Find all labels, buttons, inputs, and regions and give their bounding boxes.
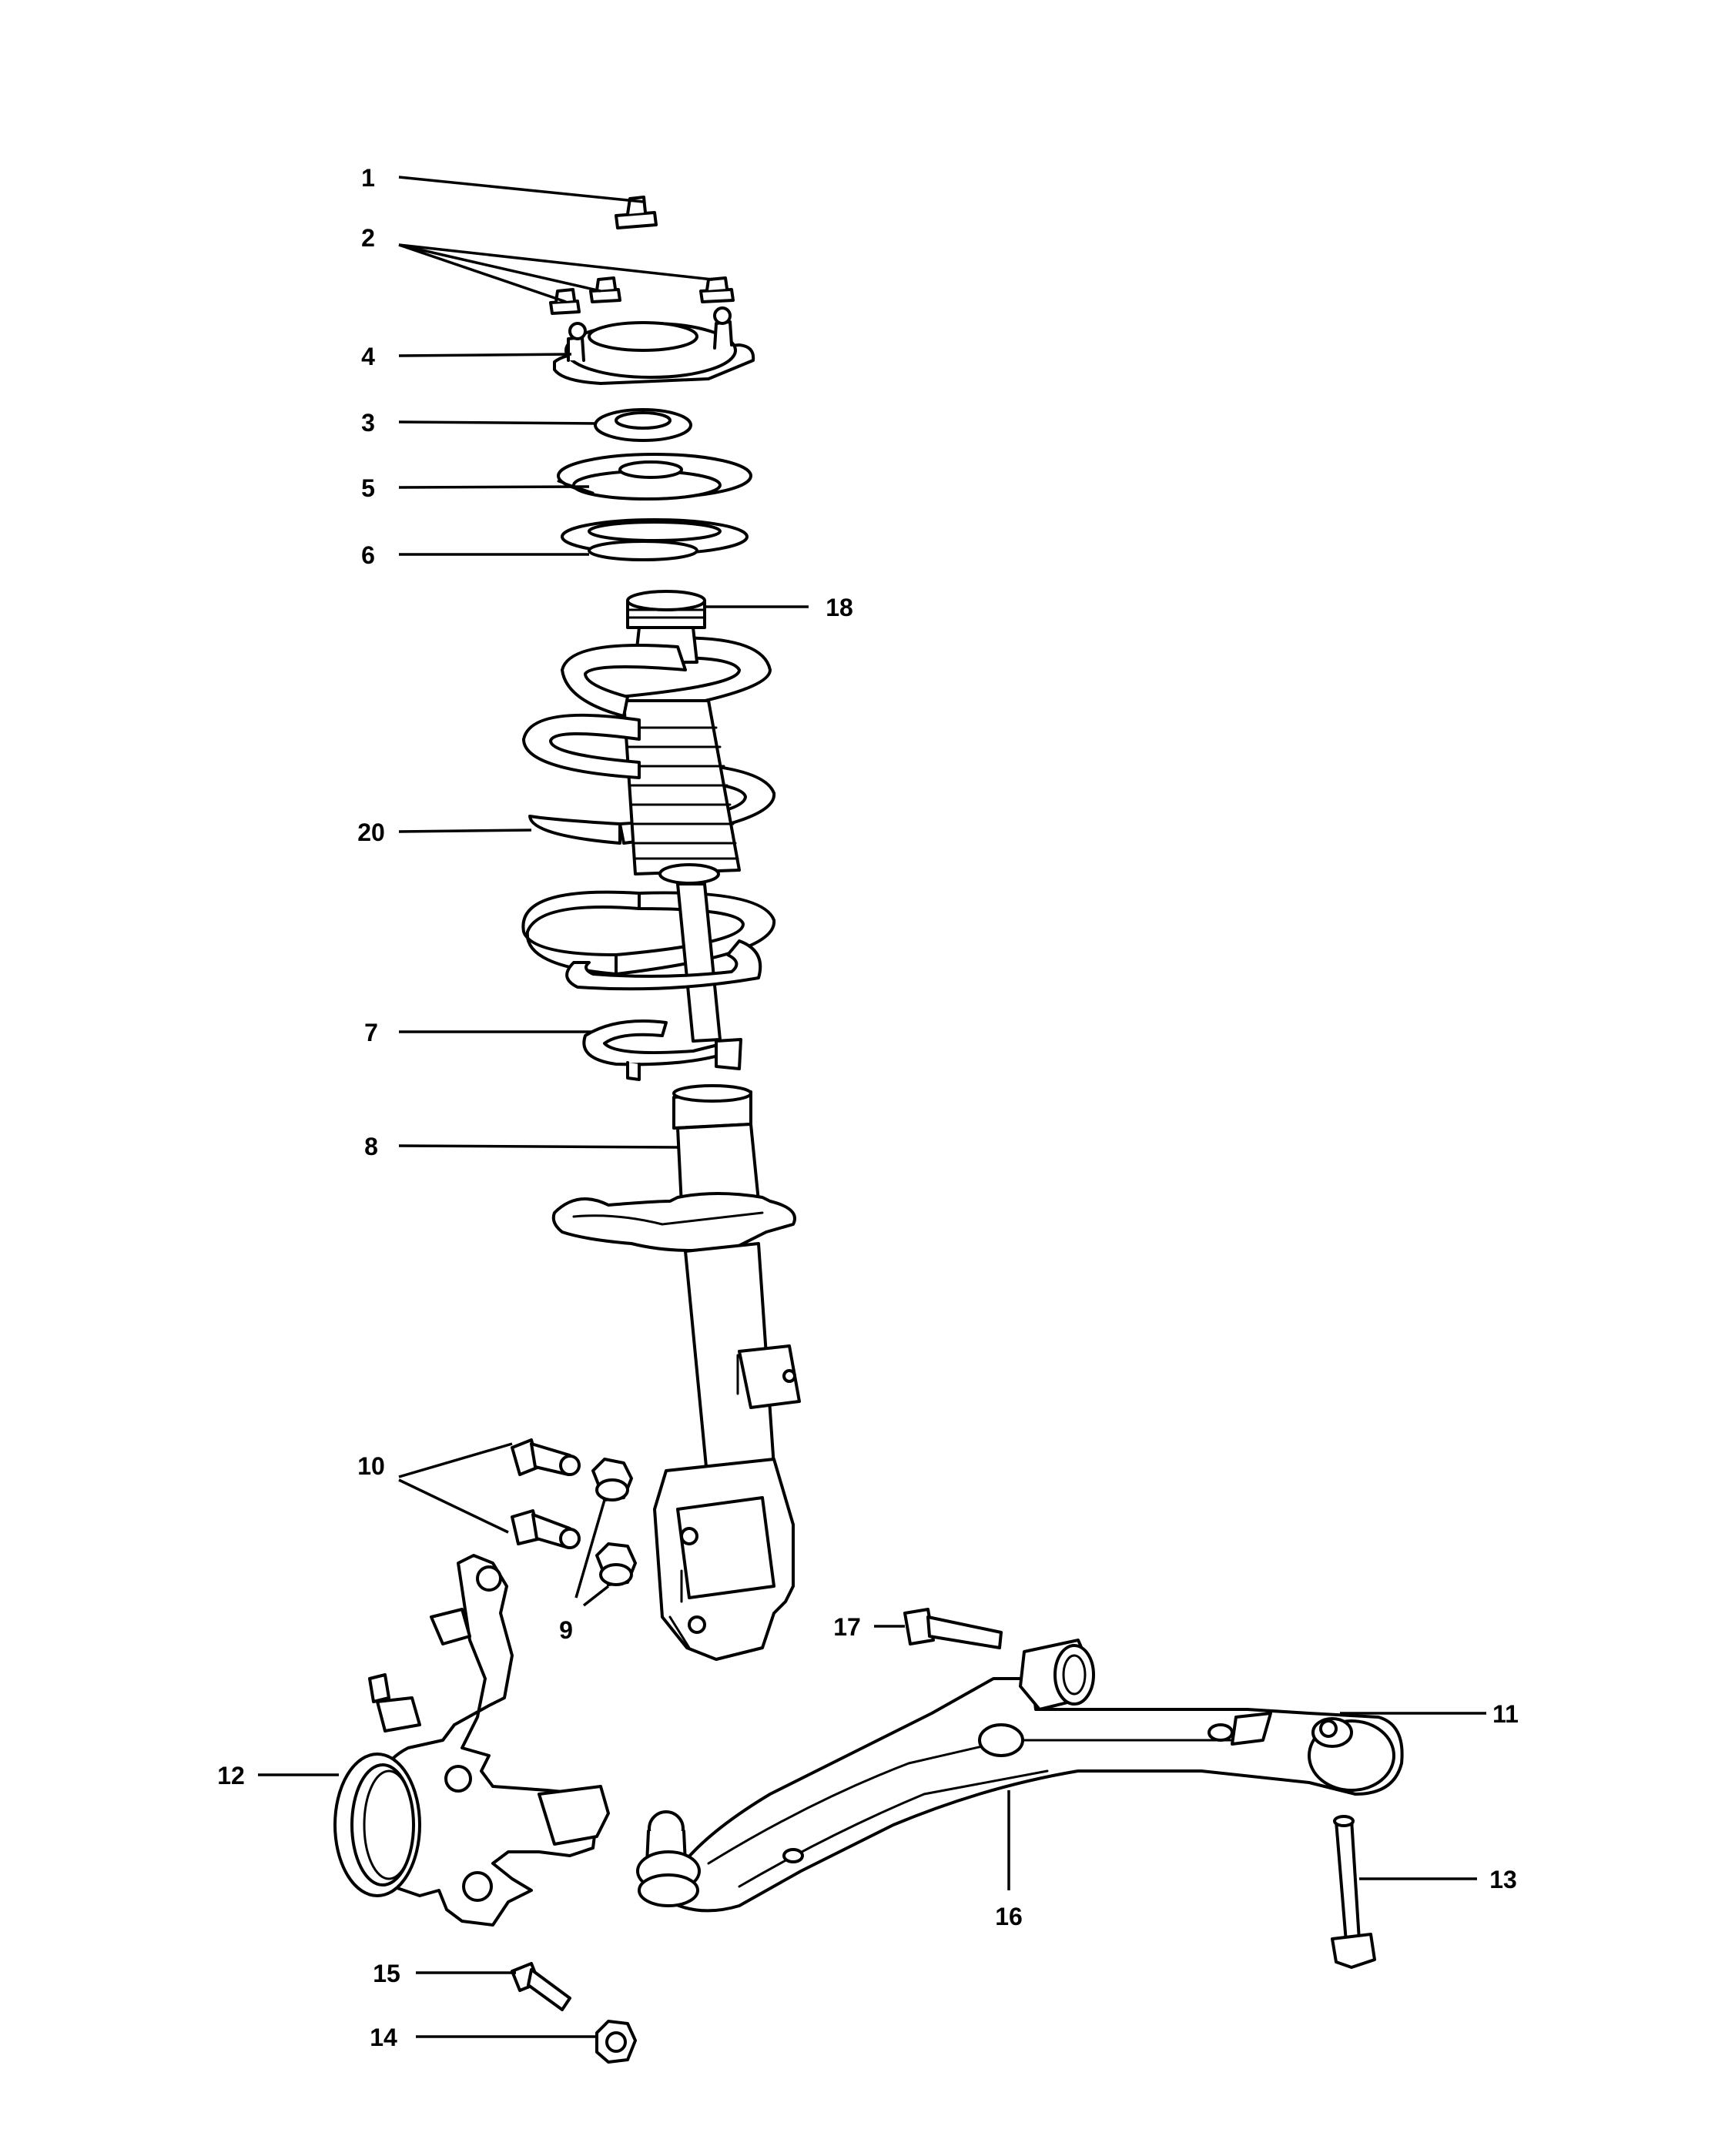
lower-spring-isolator — [582, 1019, 742, 1081]
lower-control-arm — [636, 1639, 1404, 1913]
callout-4: 4 — [361, 343, 375, 370]
callout-3: 3 — [361, 409, 375, 437]
callout-20: 20 — [357, 819, 385, 846]
leader-8 — [398, 1144, 678, 1149]
callout-12: 12 — [217, 1762, 245, 1789]
callout-18: 18 — [826, 594, 853, 621]
callout-7: 7 — [364, 1019, 378, 1046]
pinch-bolt — [511, 1962, 571, 2011]
callout-6: 6 — [361, 541, 375, 569]
callout-15: 15 — [373, 1960, 400, 1987]
upper-spring-seat — [557, 453, 752, 500]
flange-nut — [595, 1542, 637, 1586]
leader-9b — [582, 1585, 610, 1607]
callout-labels: 1 2 3 4 5 6 7 8 9 10 11 12 13 14 15 16 1… — [217, 164, 1519, 2051]
leader-10b — [398, 1478, 509, 1534]
callout-5: 5 — [361, 474, 375, 502]
leader-1 — [398, 176, 644, 203]
upper-strut-mount — [553, 306, 755, 385]
strut-assembly — [551, 1084, 801, 1661]
callout-17: 17 — [833, 1613, 861, 1641]
strut-bearing — [594, 408, 692, 442]
leader-3 — [398, 420, 598, 425]
leader-2c — [398, 243, 713, 281]
mount-nut — [699, 276, 735, 303]
leader-2b — [398, 243, 601, 293]
leader-lines — [258, 176, 1486, 2038]
leader-4 — [398, 353, 572, 357]
control-arm-rear-bolt — [1331, 1815, 1376, 1969]
callout-14: 14 — [370, 2024, 397, 2051]
leader-20 — [398, 829, 532, 833]
strut-knuckle-bolt — [511, 1509, 581, 1549]
leader-10a — [398, 1442, 513, 1478]
coil-spring-front — [521, 644, 762, 991]
callout-13: 13 — [1489, 1866, 1517, 1893]
callout-1: 1 — [361, 164, 375, 192]
callout-8: 8 — [364, 1133, 378, 1160]
steering-knuckle — [333, 1554, 610, 1927]
callout-10: 10 — [357, 1452, 385, 1480]
callout-9: 9 — [559, 1616, 573, 1644]
upper-spring-isolator — [561, 518, 749, 561]
mount-nut — [589, 276, 621, 303]
leader-9a — [574, 1499, 606, 1599]
callout-11: 11 — [1492, 1700, 1519, 1728]
control-arm-front-bolt — [903, 1608, 1003, 1649]
pinch-bolt-nut — [595, 2020, 637, 2064]
leader-2a — [398, 243, 567, 303]
dust-boot — [622, 699, 741, 885]
callout-16: 16 — [995, 1903, 1023, 1930]
strut-knuckle-bolt — [511, 1438, 581, 1476]
callout-2: 2 — [361, 224, 375, 252]
flange-nut — [591, 1458, 633, 1502]
